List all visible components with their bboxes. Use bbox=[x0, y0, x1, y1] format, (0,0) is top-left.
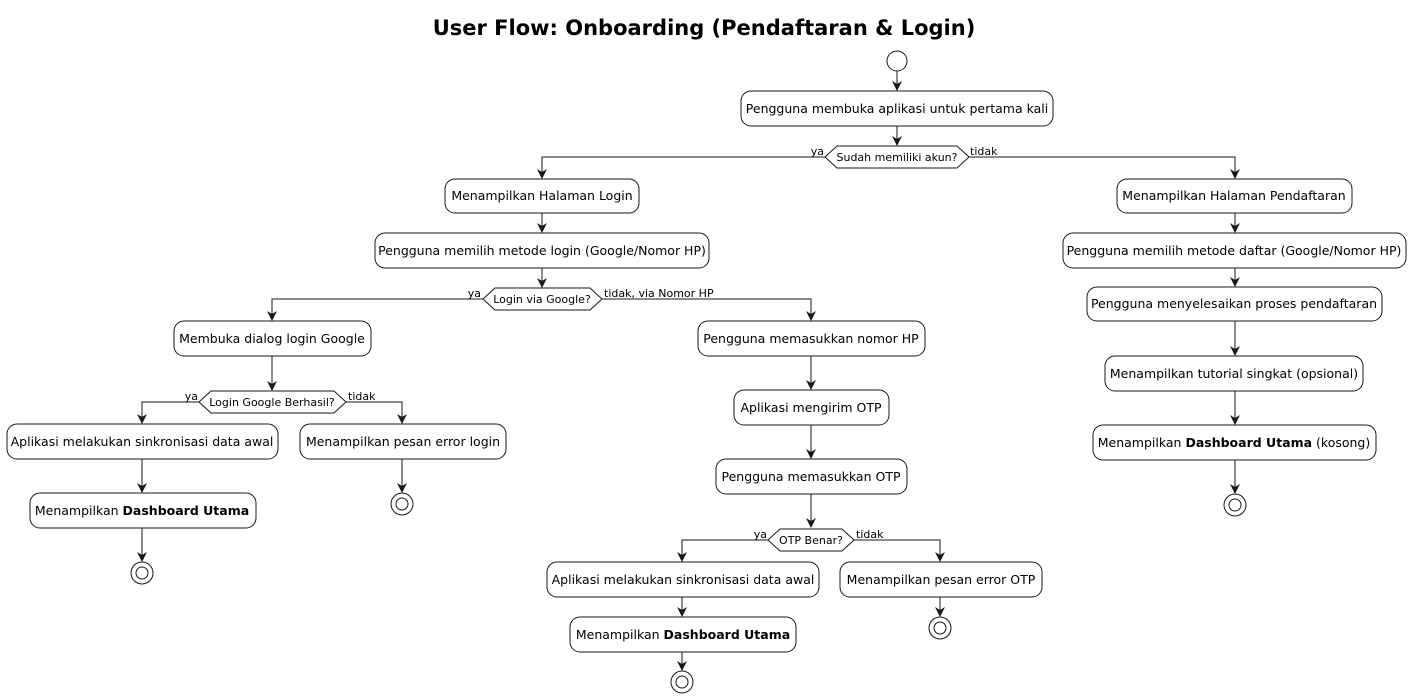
action-send-otp: Aplikasi mengirim OTP bbox=[733, 389, 890, 426]
action-choose-login-label: Pengguna memilih metode login (Google/No… bbox=[378, 243, 706, 258]
action-open-google: Membuka dialog login Google bbox=[173, 320, 372, 357]
decision-has-account: Sudah memiliki akun? bbox=[824, 145, 970, 169]
action-dashboard-google: Menampilkan Dashboard Utama bbox=[29, 492, 257, 529]
end-node-dash-otp bbox=[670, 670, 694, 694]
action-error-otp-label: Menampilkan pesan error OTP bbox=[847, 572, 1036, 587]
label-google-no: tidak, via Nomor HP bbox=[604, 287, 714, 300]
action-error-login: Menampilkan pesan error login bbox=[299, 423, 507, 460]
label-otpok-yes: ya bbox=[754, 528, 767, 541]
decision-via-google-label: Login via Google? bbox=[493, 293, 591, 306]
label-account-no: tidak bbox=[970, 145, 998, 158]
action-enter-otp-label: Pengguna memasukkan OTP bbox=[721, 469, 900, 484]
edge-google-no bbox=[602, 298, 816, 321]
action-sync-otp-label: Aplikasi melakukan sinkronisasi data awa… bbox=[552, 572, 815, 587]
action-complete-register-label: Pengguna menyelesaikan proses pendaftara… bbox=[1091, 296, 1377, 311]
action-open-google-label: Membuka dialog login Google bbox=[179, 331, 365, 346]
end-node-error-otp bbox=[928, 616, 952, 640]
label-googleok-yes: ya bbox=[185, 390, 198, 403]
edge-googleok-no bbox=[346, 401, 407, 424]
action-choose-register: Pengguna memilih metode daftar (Google/N… bbox=[1062, 232, 1407, 269]
decision-has-account-label: Sudah memiliki akun? bbox=[837, 151, 958, 164]
action-show-login-label: Menampilkan Halaman Login bbox=[451, 188, 632, 203]
action-tutorial: Menampilkan tutorial singkat (opsional) bbox=[1104, 355, 1364, 392]
decision-otp-ok-label: OTP Benar? bbox=[779, 534, 843, 547]
action-sync-google: Aplikasi melakukan sinkronisasi data awa… bbox=[6, 423, 279, 460]
edge-otpok-no bbox=[854, 539, 945, 562]
edge-account-yes bbox=[537, 156, 825, 179]
action-dashboard-google-label: Menampilkan Dashboard Utama bbox=[35, 503, 249, 518]
diagram-title: User Flow: Onboarding (Pendaftaran & Log… bbox=[433, 16, 976, 40]
action-show-register: Menampilkan Halaman Pendaftaran bbox=[1116, 178, 1353, 214]
action-open-app: Pengguna membuka aplikasi untuk pertama … bbox=[740, 90, 1054, 127]
edges bbox=[137, 71, 1240, 671]
action-show-login: Menampilkan Halaman Login bbox=[444, 178, 640, 214]
action-show-register-label: Menampilkan Halaman Pendaftaran bbox=[1122, 188, 1345, 203]
action-open-app-label: Pengguna membuka aplikasi untuk pertama … bbox=[746, 101, 1048, 116]
edge-labels: ya tidak ya tidak, via Nomor HP ya tidak… bbox=[185, 145, 998, 541]
label-googleok-no: tidak bbox=[348, 390, 376, 403]
end-node-dash-new bbox=[1223, 493, 1247, 517]
action-sync-google-label: Aplikasi melakukan sinkronisasi data awa… bbox=[11, 434, 274, 449]
action-dashboard-otp: Menampilkan Dashboard Utama bbox=[569, 616, 797, 653]
edge-google-yes bbox=[267, 298, 483, 321]
action-send-otp-label: Aplikasi mengirim OTP bbox=[740, 400, 882, 415]
action-error-login-label: Menampilkan pesan error login bbox=[306, 434, 500, 449]
label-otpok-no: tidak bbox=[856, 528, 884, 541]
action-tutorial-label: Menampilkan tutorial singkat (opsional) bbox=[1110, 366, 1358, 381]
label-account-yes: ya bbox=[811, 145, 824, 158]
edge-googleok-yes bbox=[137, 401, 199, 424]
end-node-error-login bbox=[390, 492, 414, 516]
action-sync-otp: Aplikasi melakukan sinkronisasi data awa… bbox=[546, 561, 820, 598]
action-dashboard-new-label: Menampilkan Dashboard Utama (kosong) bbox=[1098, 435, 1371, 450]
edge-otpok-yes bbox=[677, 539, 768, 562]
action-enter-phone: Pengguna memasukkan nomor HP bbox=[697, 320, 926, 357]
action-dashboard-new: Menampilkan Dashboard Utama (kosong) bbox=[1092, 424, 1377, 461]
action-enter-phone-label: Pengguna memasukkan nomor HP bbox=[703, 331, 919, 346]
decision-otp-ok: OTP Benar? bbox=[767, 528, 855, 552]
label-google-yes: ya bbox=[468, 287, 481, 300]
decision-google-ok: Login Google Berhasil? bbox=[198, 390, 347, 414]
start-node bbox=[886, 50, 908, 72]
edge-account-no bbox=[969, 156, 1240, 179]
action-choose-register-label: Pengguna memilih metode daftar (Google/N… bbox=[1067, 243, 1402, 258]
action-choose-login: Pengguna memilih metode login (Google/No… bbox=[374, 232, 710, 269]
action-dashboard-otp-label: Menampilkan Dashboard Utama bbox=[576, 627, 790, 642]
action-error-otp: Menampilkan pesan error OTP bbox=[839, 561, 1043, 598]
action-enter-otp: Pengguna memasukkan OTP bbox=[715, 458, 908, 495]
decision-via-google: Login via Google? bbox=[482, 287, 603, 311]
decision-google-ok-label: Login Google Berhasil? bbox=[209, 396, 335, 409]
action-complete-register: Pengguna menyelesaikan proses pendaftara… bbox=[1086, 286, 1383, 322]
end-node-dash-google bbox=[130, 561, 154, 585]
